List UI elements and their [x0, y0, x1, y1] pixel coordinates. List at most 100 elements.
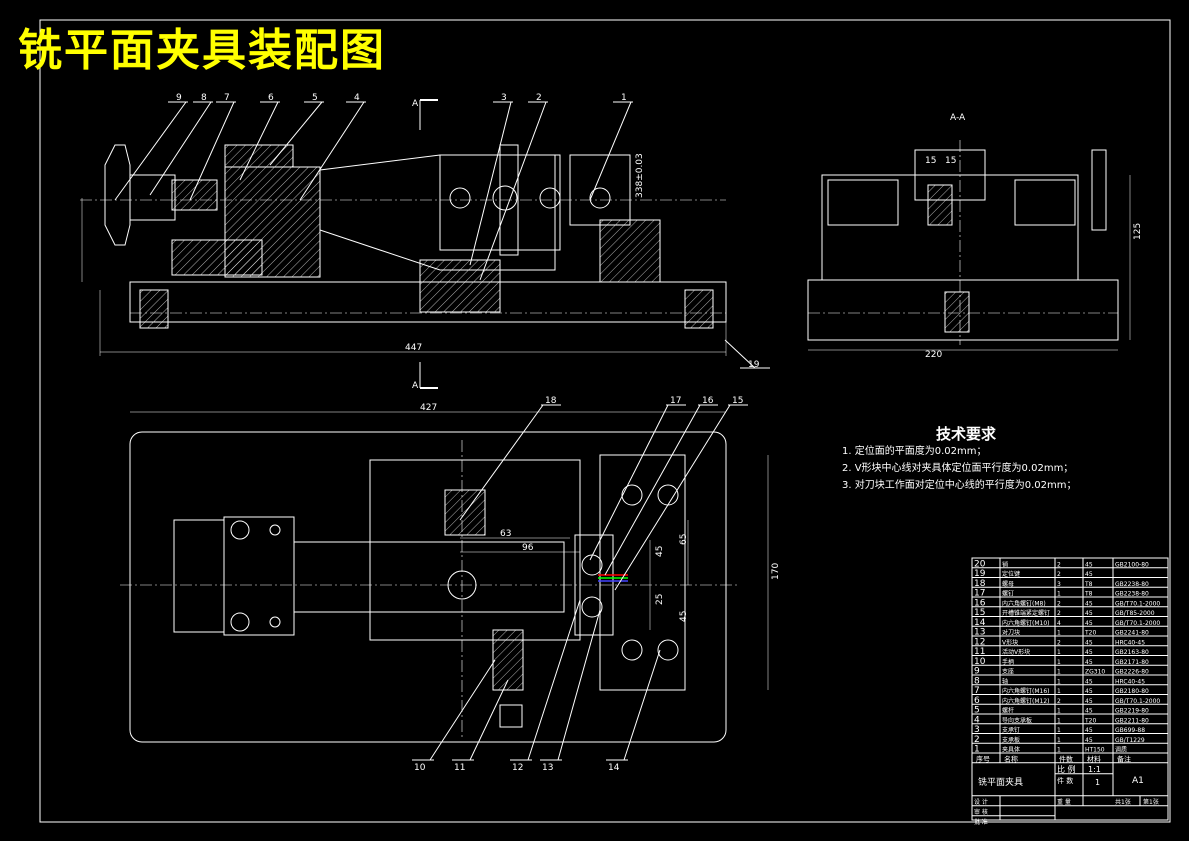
approver-label: 批 准 [974, 818, 988, 826]
part-mat: 45 [1085, 649, 1093, 656]
balloon-14: 14 [608, 763, 620, 773]
balloon-4: 4 [354, 93, 360, 103]
parts-header-note: 备注 [1117, 754, 1131, 763]
part-qty: 2 [1057, 610, 1061, 617]
part-name: 活动V形块 [1002, 648, 1030, 656]
part-name: 轴 [1002, 677, 1008, 685]
part-no: 19 [974, 569, 986, 579]
part-no: 16 [974, 598, 986, 608]
part-qty: 1 [1057, 688, 1061, 695]
part-qty: 2 [1057, 639, 1061, 646]
part-name: 对刀块 [1002, 629, 1020, 637]
balloon-17: 17 [670, 396, 681, 406]
part-qty: 4 [1057, 620, 1061, 627]
part-no: 7 [974, 686, 980, 696]
part-note: GB2226-80 [1115, 669, 1149, 676]
requirements-heading: 技术要求 [936, 425, 997, 443]
part-no: 10 [974, 657, 986, 667]
part-name: 支承钉 [1002, 726, 1020, 734]
part-note: GB2211-80 [1115, 717, 1149, 724]
part-note: 调质 [1115, 746, 1127, 754]
part-note: GB699-88 [1115, 727, 1145, 734]
part-name: 内六角螺钉(M10) [1002, 619, 1050, 627]
part-no: 3 [974, 725, 980, 735]
part-qty: 1 [1057, 591, 1061, 598]
part-mat: 45 [1085, 737, 1093, 744]
part-mat: 45 [1085, 639, 1093, 646]
balloon-18: 18 [545, 396, 557, 406]
part-mat: T8 [1084, 591, 1093, 598]
drawing-title: 铣平面夹具装配图 [18, 25, 386, 76]
part-qty: 3 [1057, 581, 1061, 588]
sheet-size: A1 [1132, 776, 1144, 786]
dim-top-63: 63 [500, 529, 511, 539]
part-qty: 1 [1057, 630, 1061, 637]
part-note: GB2100-80 [1115, 561, 1149, 568]
part-no: 12 [974, 637, 985, 647]
part-name: 导向支承板 [1002, 716, 1032, 724]
parts-header-mat: 材料 [1087, 754, 1101, 763]
part-mat: 45 [1085, 600, 1093, 607]
sheet-number: 第1张 [1143, 798, 1159, 806]
balloon-15: 15 [732, 396, 743, 406]
part-note: GB2238-80 [1115, 581, 1149, 588]
dim-top-45b: 45 [679, 611, 689, 622]
dim-side-height: 125 [1133, 223, 1143, 240]
part-name: 内六角螺钉(M16) [1002, 687, 1050, 695]
part-qty: 2 [1057, 698, 1061, 705]
part-note: GB/T1229 [1115, 737, 1145, 744]
section-label: A-A [950, 113, 966, 123]
part-name: 内六角螺钉(M8) [1002, 599, 1046, 607]
part-qty: 1 [1057, 737, 1061, 744]
part-note: GB/T85-2000 [1115, 610, 1155, 617]
part-no: 20 [974, 559, 986, 569]
part-name: 定位键 [1002, 570, 1020, 578]
requirement-3: 3. 对刀块工作面对定位中心线的平行度为0.02mm； [842, 480, 1077, 491]
part-mat: 45 [1085, 561, 1093, 568]
balloon-12: 12 [512, 763, 523, 773]
part-note: GB2171-80 [1115, 659, 1149, 666]
part-name: 螺杆 [1002, 707, 1014, 715]
part-qty: 2 [1057, 571, 1061, 578]
part-note: HRC40-45 [1115, 678, 1145, 685]
part-name: 支座 [1002, 668, 1014, 676]
parts-row: 10 手柄 1 45 GB2171-80 [974, 657, 1149, 667]
part-name: 内六角螺钉(M12) [1002, 697, 1050, 705]
part-note: GB2180-80 [1115, 688, 1149, 695]
part-qty: 1 [1057, 717, 1061, 724]
part-name: 手柄 [1002, 658, 1014, 666]
part-qty: 1 [1057, 708, 1061, 715]
dim-side-15a: 15 [925, 156, 936, 166]
part-mat: 45 [1085, 659, 1093, 666]
part-no: 2 [974, 735, 980, 745]
parts-header-qty: 件数 [1059, 754, 1073, 763]
dim-top-65: 65 [679, 534, 689, 545]
dim-top-96: 96 [522, 543, 534, 553]
part-note: HRC40-45 [1115, 639, 1145, 646]
part-no: 1 [974, 745, 980, 755]
balloon-13: 13 [542, 763, 553, 773]
balloon-7: 7 [224, 93, 230, 103]
dim-side-width: 220 [925, 350, 942, 360]
part-mat: T8 [1084, 581, 1093, 588]
part-mat: HT150 [1085, 747, 1105, 754]
technical-requirements: 技术要求 1. 定位面的平面度为0.02mm； 2. V形块中心线对夹具体定位面… [842, 426, 1076, 494]
part-note: GB/T70.1-2000 [1115, 600, 1160, 607]
part-qty: 1 [1057, 659, 1061, 666]
part-name: 开槽锥端紧定螺钉 [1002, 609, 1050, 617]
parts-header-name: 名称 [1004, 754, 1018, 763]
part-qty: 1 [1057, 678, 1061, 685]
balloon-3: 3 [501, 93, 507, 103]
balloon-2: 2 [536, 93, 542, 103]
